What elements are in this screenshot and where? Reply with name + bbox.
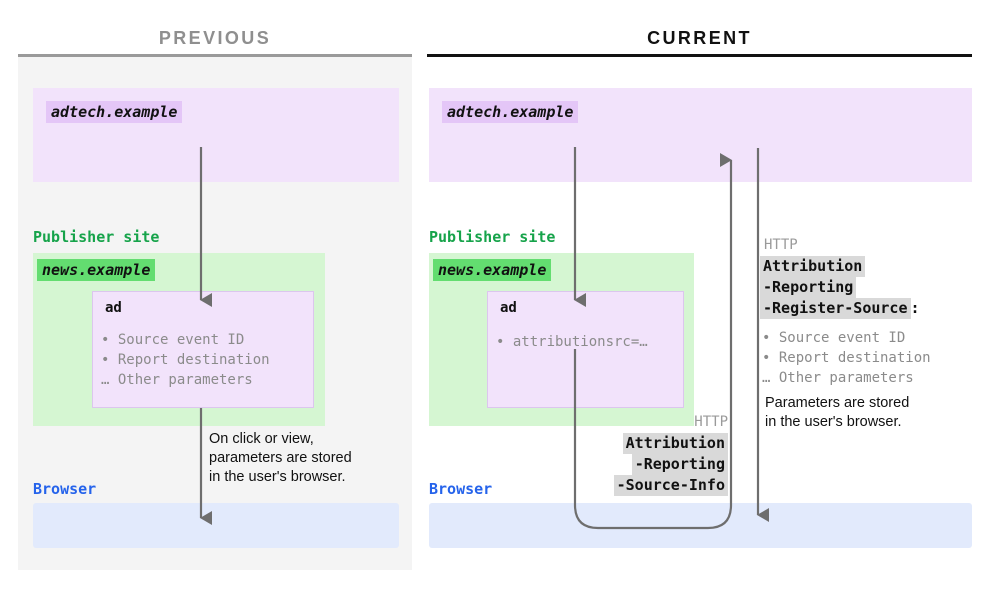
previous-ad-parameters: • Source event ID • Report destination …… bbox=[101, 332, 270, 388]
request-header-line-3: -Source-Info bbox=[613, 475, 728, 496]
response-header-line-3: -Register-Source bbox=[760, 298, 911, 319]
request-header-line-1: Attribution bbox=[622, 433, 728, 454]
current-response-parameters: • Source event ID • Report destination …… bbox=[762, 330, 931, 386]
current-ad-parameters: • attributionsrc=… bbox=[496, 334, 648, 350]
current-publisher-site-label: Publisher site bbox=[429, 228, 556, 246]
previous-adtech-label: adtech.example bbox=[46, 101, 183, 123]
request-header-line-2: -Reporting bbox=[631, 454, 728, 475]
current-request-http-word: HTTP bbox=[694, 414, 728, 430]
previous-column-rule bbox=[18, 54, 412, 57]
previous-browser-zone bbox=[33, 503, 399, 548]
current-request-header: Attribution -Reporting -Source-Info bbox=[528, 433, 728, 496]
response-header-line-1: Attribution bbox=[760, 256, 866, 277]
current-column-title: CURRENT bbox=[647, 28, 752, 48]
response-header-line-2: -Reporting bbox=[760, 277, 857, 298]
current-note-text: Parameters are stored in the user's brow… bbox=[765, 395, 910, 430]
current-ad-title: ad bbox=[500, 300, 517, 316]
previous-news-label: news.example bbox=[37, 259, 156, 281]
current-column-rule bbox=[427, 54, 972, 57]
current-response-header: Attribution -Reporting -Register-Source: bbox=[760, 256, 920, 319]
response-header-colon: : bbox=[910, 299, 920, 317]
previous-browser-label: Browser bbox=[33, 480, 97, 498]
previous-note-text: On click or view, parameters are stored … bbox=[209, 431, 352, 485]
current-browser-zone bbox=[429, 503, 972, 548]
current-adtech-label: adtech.example bbox=[442, 101, 579, 123]
previous-ad-box bbox=[92, 291, 314, 408]
previous-ad-title: ad bbox=[105, 300, 122, 316]
current-news-label: news.example bbox=[433, 259, 552, 281]
previous-column-title: PREVIOUS bbox=[158, 28, 272, 48]
current-response-http-word: HTTP bbox=[764, 237, 798, 253]
current-browser-label: Browser bbox=[429, 480, 493, 498]
previous-publisher-site-label: Publisher site bbox=[33, 228, 160, 246]
